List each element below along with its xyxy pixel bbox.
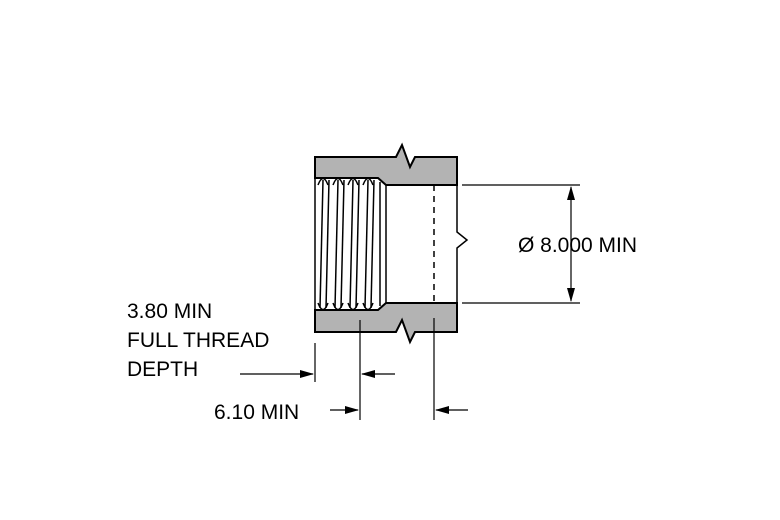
drill-depth-arrow-right [435,406,449,414]
thread-lines [319,179,381,309]
thread-depth-label-line2: FULL THREAD [127,329,269,352]
diameter-label: Ø 8.000 MIN [518,234,637,257]
diameter-arrow-bottom [567,288,575,302]
diameter-arrow-top [567,186,575,200]
thread-depth-arrow-right [361,370,375,378]
drill-depth-arrow-left [345,406,359,414]
diameter-dimension [462,184,580,304]
extension-lines [314,318,435,420]
bore-outline [314,178,469,310]
thread-depth-label-line3: DEPTH [127,358,198,381]
thread-crests-top [317,177,374,186]
drill-depth-label: 6.10 MIN [214,401,299,424]
lower-wall-section [314,302,458,345]
upper-wall-section [314,142,458,186]
thread-depth-label-line1: 3.80 MIN [127,300,212,323]
thread-depth-arrow-left [300,370,314,378]
